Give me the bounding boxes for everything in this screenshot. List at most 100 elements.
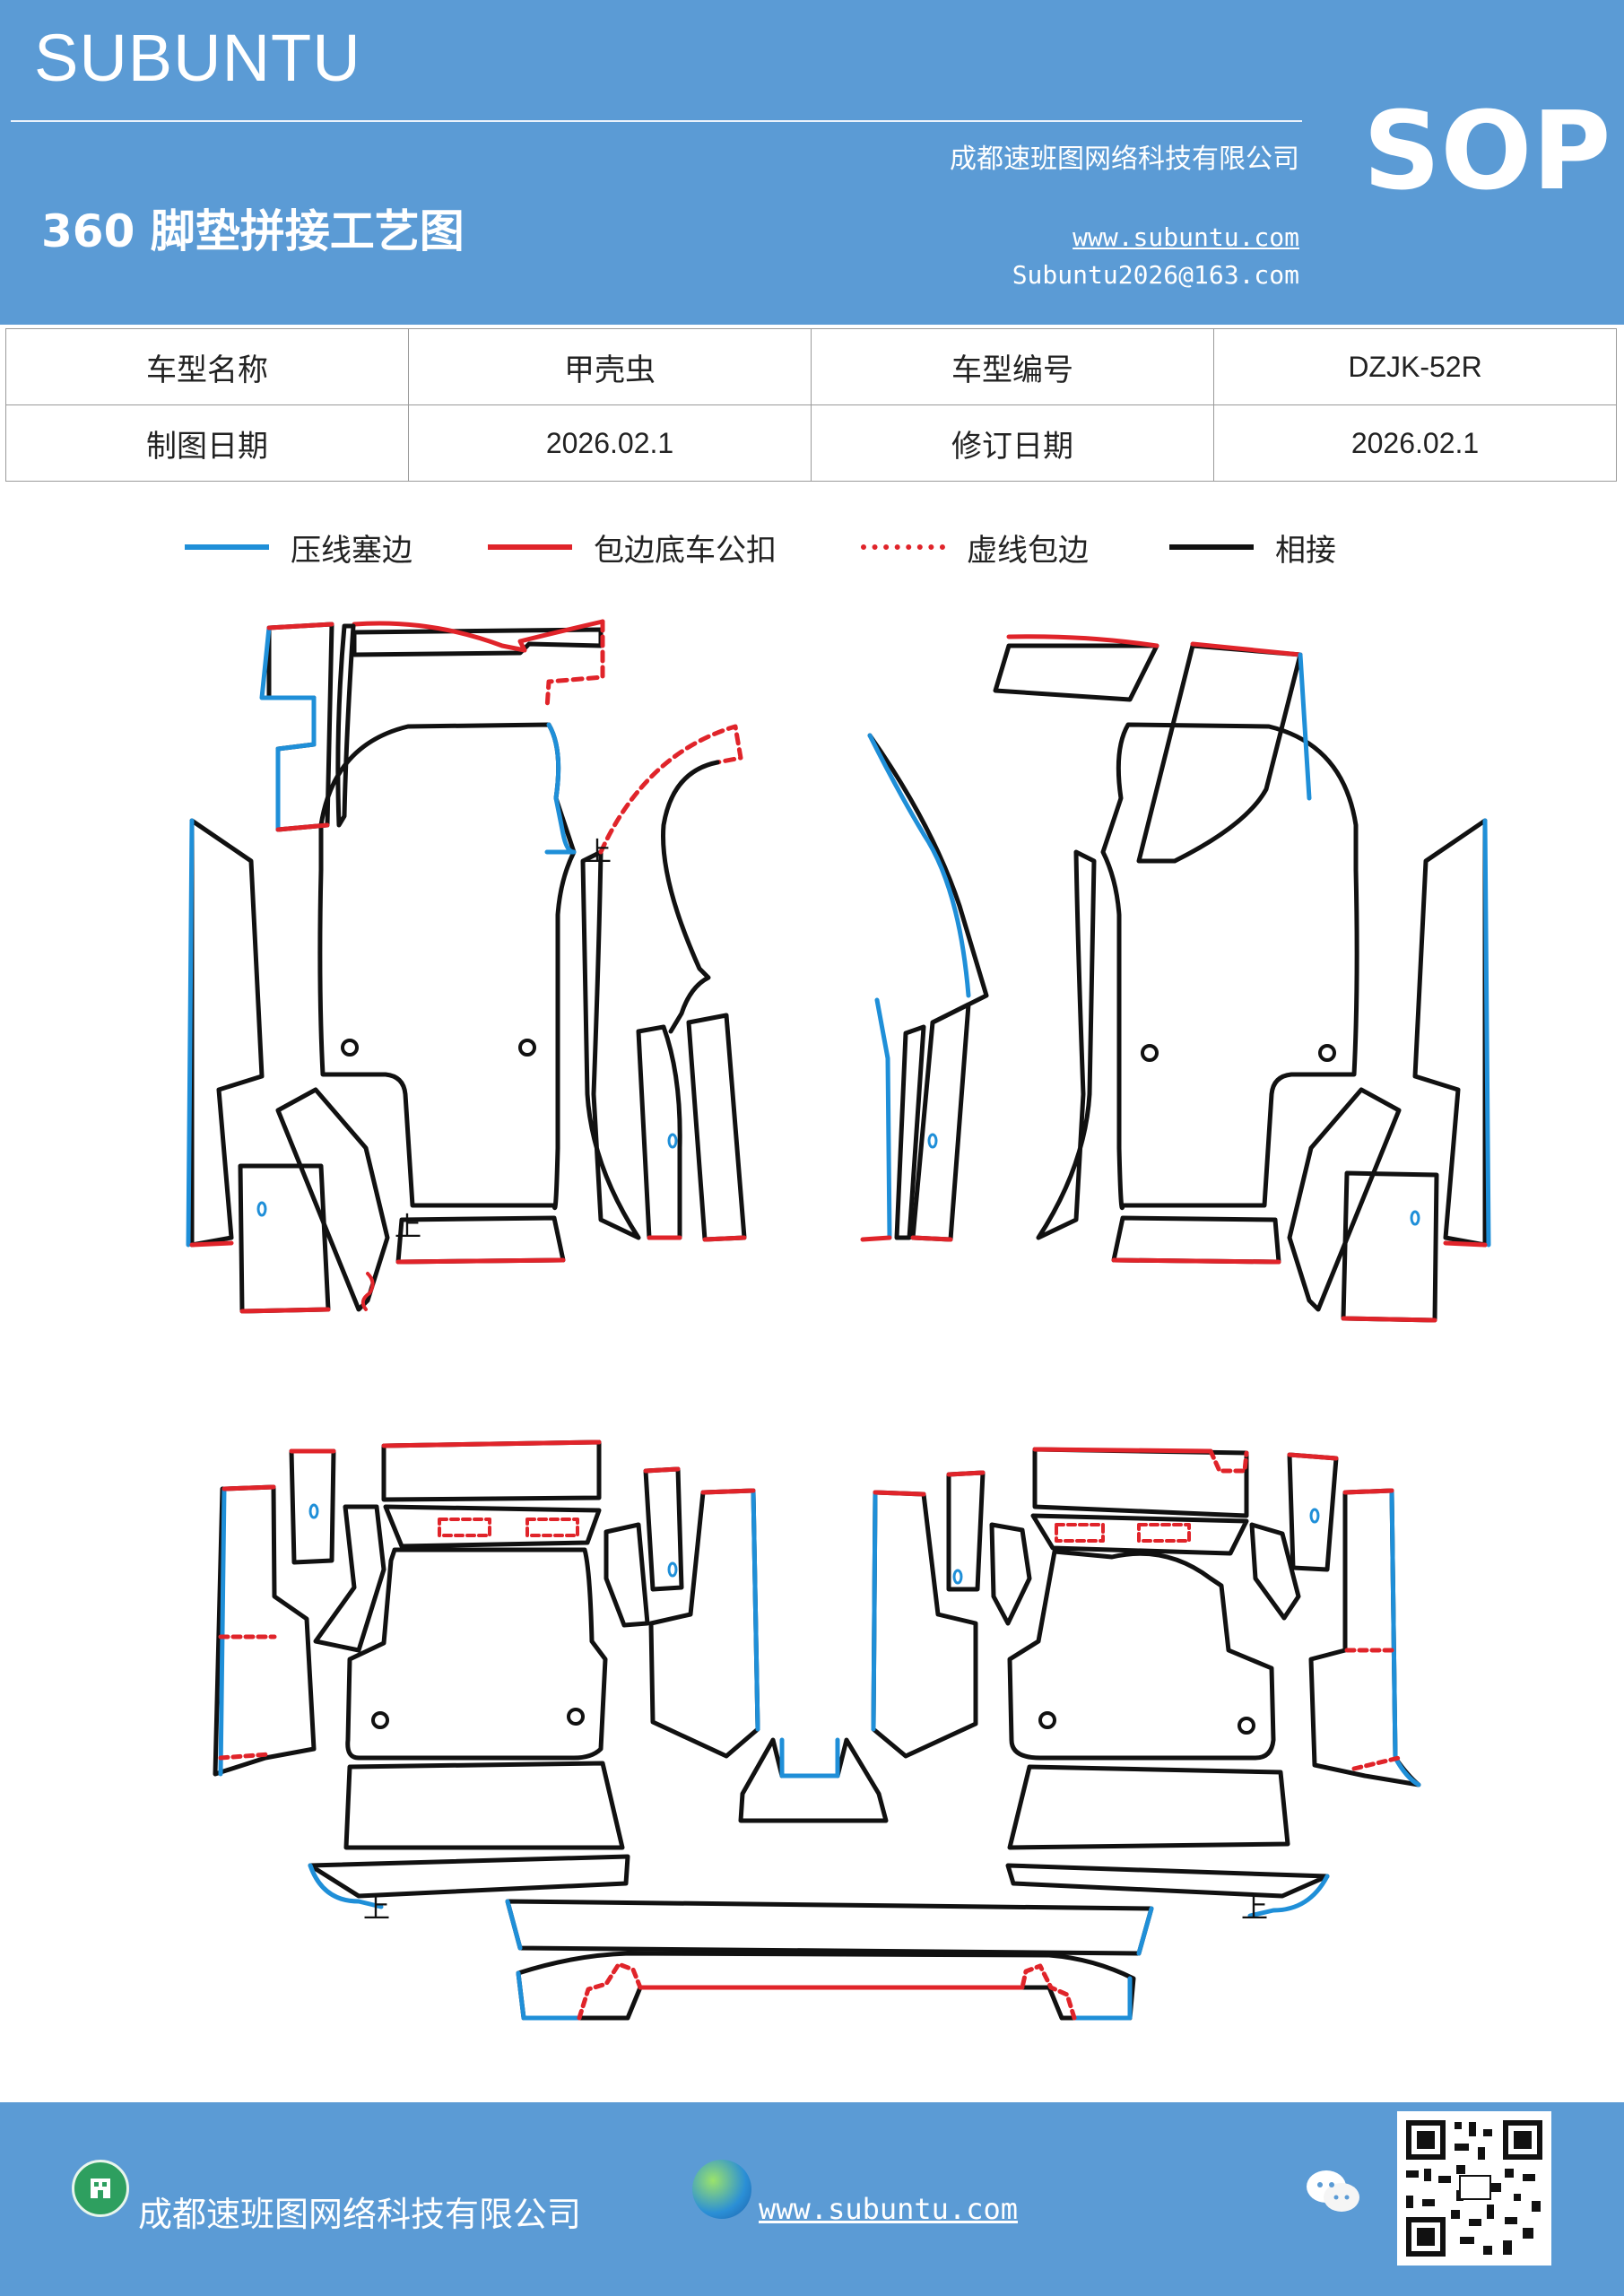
rear-left-outer-strip xyxy=(213,1484,317,1777)
rear-right-top-dash xyxy=(1208,1448,1249,1474)
rear-left-sill xyxy=(308,1854,630,1899)
top-arrow-mark: 上 xyxy=(395,1212,421,1243)
front-left-slim-strip-1 xyxy=(636,1024,682,1240)
rear-left-vent-dash xyxy=(525,1518,579,1537)
rear-right-outer-strip xyxy=(1308,1488,1421,1787)
page-title: 360 脚垫拼接工艺图 xyxy=(41,205,465,257)
rear-left-sill-blue xyxy=(308,1863,384,1909)
clip-dot xyxy=(927,1133,938,1149)
header-email[interactable]: Subuntu2026@163.com xyxy=(1012,260,1299,290)
front-right-slim-blue xyxy=(874,997,892,1240)
clip-dot xyxy=(952,1569,963,1585)
rear-left-outer-dash xyxy=(218,1634,277,1761)
draw-date-value: 2026.02.1 xyxy=(408,404,812,482)
header-website-link[interactable]: www.subuntu.com xyxy=(1073,222,1299,252)
model-code-value: DZJK-52R xyxy=(1213,328,1617,405)
rear-right-outer-dash xyxy=(1344,1648,1402,1771)
front-left-tunnel-dash xyxy=(598,724,743,855)
front-right-heel-pad xyxy=(1111,1215,1281,1265)
model-name-value: 甲壳虫 xyxy=(408,328,812,405)
anchor-hole xyxy=(1318,1044,1336,1062)
rear-left-outer-red xyxy=(221,1484,276,1492)
rear-left-main-pad xyxy=(345,1547,608,1761)
front-left-side-strip-red xyxy=(189,1240,234,1248)
legend-label: 包边底车公扣 xyxy=(594,532,777,569)
rear-left-lower-pad xyxy=(343,1761,625,1850)
building-icon-glyph xyxy=(91,2179,110,2198)
header-company: 成都速班图网络科技有限公司 xyxy=(950,144,1299,175)
legend-label: 虚线包边 xyxy=(967,532,1089,569)
front-right-side-blue xyxy=(1298,652,1312,801)
legend-swatch-red xyxy=(488,544,572,550)
front-left-top-red xyxy=(352,619,605,653)
rear-long-bar-lower-blue xyxy=(516,1970,1133,2021)
front-right-top-red xyxy=(1006,634,1159,648)
clip-dot xyxy=(1309,1508,1320,1524)
legend-swatch-blue xyxy=(185,544,269,550)
brand-logo: SUBUNTU xyxy=(34,21,361,95)
rear-right-outer-red xyxy=(1342,1488,1394,1495)
clip-dot xyxy=(308,1503,319,1519)
top-arrow-mark: 上 xyxy=(585,837,612,868)
floor-mat-diagram: 上 上 xyxy=(186,619,1491,2021)
front-right-slim-red xyxy=(860,1235,953,1242)
rear-center-tall-right-red xyxy=(873,1490,926,1497)
rear-center-hump-blue xyxy=(779,1737,840,1779)
front-left-top-red-dash xyxy=(544,619,605,711)
rear-left-angled-strip xyxy=(313,1504,386,1653)
front-right-top-sliver xyxy=(993,643,1159,702)
front-right-slim-strip-2 xyxy=(894,1024,926,1240)
clip-dot xyxy=(667,1133,678,1149)
front-left-side-strip xyxy=(189,818,265,1248)
front-left-side-strip-blue xyxy=(186,818,195,1248)
rear-right-lower-pad xyxy=(1007,1764,1290,1850)
rear-right-main-pad xyxy=(1007,1549,1276,1761)
clip-dot xyxy=(667,1561,678,1578)
front-left-tunnel-piece xyxy=(580,849,641,1240)
legend-label: 相接 xyxy=(1275,532,1336,569)
clip-dot xyxy=(256,1201,267,1217)
rear-right-vent-dash xyxy=(1055,1523,1105,1543)
legend-label: 压线塞边 xyxy=(291,532,413,569)
front-left-heel-pad xyxy=(395,1215,566,1265)
vehicle-info-table: 车型名称 甲壳虫 车型编号 DZJK-52R 制图日期 2026.02.1 修订… xyxy=(5,328,1617,482)
front-right-long-strip-red xyxy=(1443,1240,1488,1248)
legend-swatch-red-dashed xyxy=(861,544,945,550)
footer-website-link[interactable]: www.subuntu.com xyxy=(759,2192,1018,2226)
rear-center-tall-right-blue xyxy=(871,1490,878,1732)
rear-center-left-red xyxy=(643,1466,681,1474)
model-name-label: 车型名称 xyxy=(5,328,409,405)
rear-left-top-bar xyxy=(381,1439,602,1502)
rear-right-vent-dash xyxy=(1137,1523,1191,1543)
sop-badge: SOP xyxy=(1363,90,1611,214)
front-left-small-block-red xyxy=(239,1307,331,1314)
rear-right-top-bar-red xyxy=(1032,1447,1213,1454)
rear-center-tall-left-red xyxy=(700,1488,756,1495)
front-right-small-block-red xyxy=(1341,1316,1437,1323)
rear-right-sill xyxy=(1005,1863,1330,1899)
rear-right-block xyxy=(989,1522,1032,1626)
legend-item-dashed-hem: 虚线包边 xyxy=(861,520,1089,574)
table-row: 车型名称 甲壳虫 车型编号 DZJK-52R xyxy=(5,328,1617,405)
legend-item-press-tuck: 压线塞边 xyxy=(185,520,413,574)
building-icon xyxy=(72,2160,129,2217)
front-left-slim-strip-2 xyxy=(686,1013,747,1242)
legend-swatch-black xyxy=(1169,544,1254,550)
front-left-sweep xyxy=(661,760,720,1034)
rear-center-tall-right xyxy=(871,1490,978,1759)
rear-right-lower-bar xyxy=(1030,1513,1249,1556)
line-legend: 压线塞边 包边底车公扣 虚线包边 相接 xyxy=(0,520,1624,574)
wechat-icon[interactable] xyxy=(1302,2165,1365,2219)
legend-item-hem: 包边底车公扣 xyxy=(488,520,777,574)
anchor-hole xyxy=(567,1708,585,1726)
front-right-long-strip xyxy=(1412,818,1488,1248)
front-left-main-panel xyxy=(317,722,577,1211)
anchor-hole xyxy=(341,1039,359,1057)
rear-center-tall-left xyxy=(648,1488,760,1759)
front-left-main-blue-edge xyxy=(544,722,577,855)
front-right-mat-group xyxy=(860,634,1491,1323)
rear-mat-group: 上 上 xyxy=(213,1439,1421,2021)
globe-icon xyxy=(692,2160,751,2219)
draw-date-label: 制图日期 xyxy=(5,404,409,482)
footer-company: 成都速班图网络科技有限公司 xyxy=(138,2195,582,2234)
